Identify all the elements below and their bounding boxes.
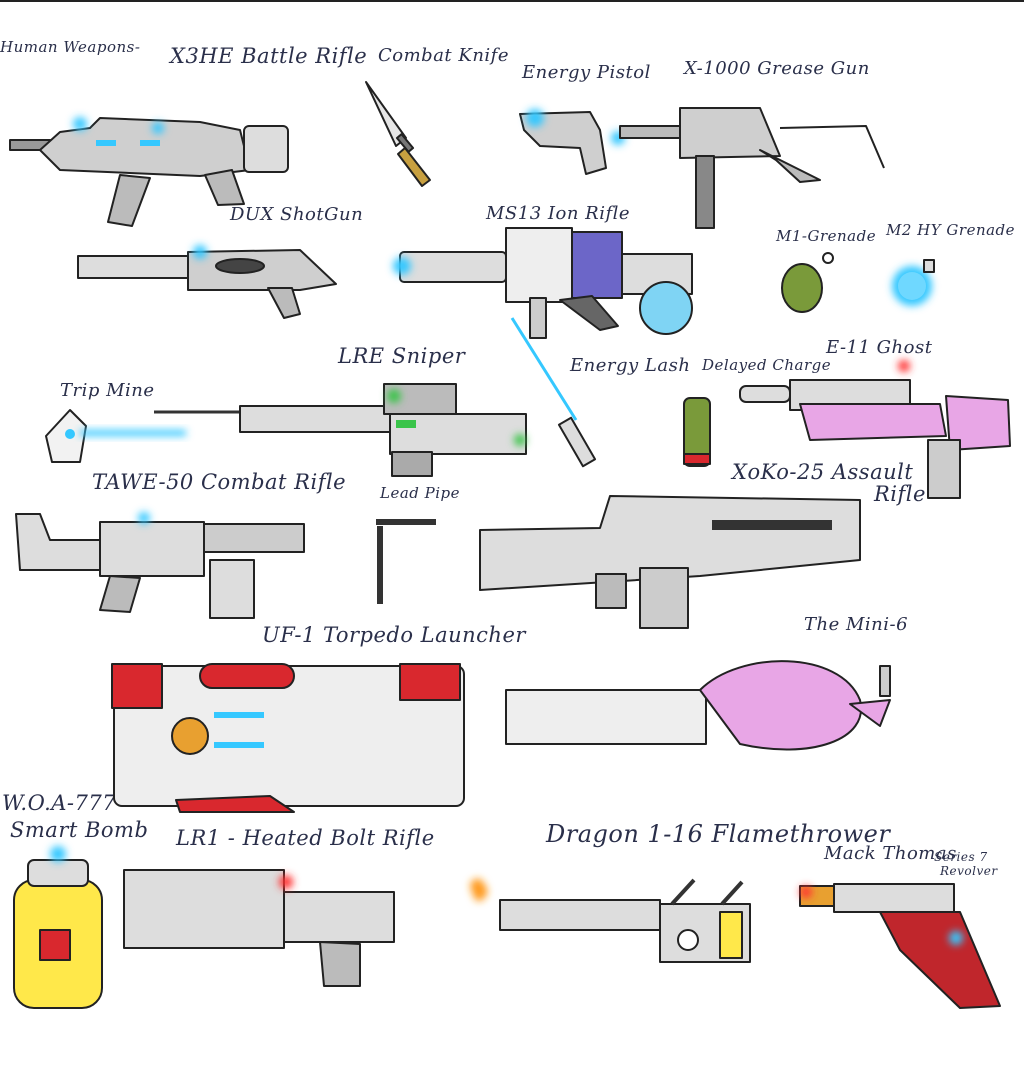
sheet-heading: Human Weapons-	[0, 38, 141, 56]
label-uf1-torpedo-launcher: UF-1 Torpedo Launcher	[262, 623, 526, 647]
label-dux-shotgun: DUX ShotGun	[230, 204, 364, 225]
x3he-battle-rifle-drawing	[9, 117, 289, 227]
label-delayed-charge: Delayed Charge	[702, 356, 832, 374]
x1000-grease-gun-drawing	[619, 107, 885, 229]
label-x1000-grease-gun: X-1000 Grease Gun	[684, 58, 870, 79]
label-trip-mine: Trip Mine	[60, 380, 155, 401]
woa777-smart-bomb-drawing	[13, 846, 103, 1009]
label-mack-thomas: Mack Thomas	[824, 843, 957, 864]
label-mack-revolver: Revolver	[940, 864, 998, 878]
label-smart-bomb: Smart Bomb	[10, 818, 149, 842]
label-xoko25-rifle: Rifle	[874, 482, 926, 506]
trip-mine-drawing	[45, 409, 186, 463]
label-ms13-ion-rifle: MS13 Ion Rifle	[486, 203, 631, 224]
label-e11-ghost: E-11 Ghost	[826, 337, 933, 358]
label-combat-knife: Combat Knife	[378, 45, 509, 66]
label-mack-series: Series 7	[934, 850, 988, 864]
xoko25-assault-rifle-drawing	[479, 495, 861, 629]
uf1-torpedo-launcher-drawing	[111, 663, 465, 813]
label-xoko25-assault: XoKo-25 Assault	[732, 460, 914, 484]
mack-thomas-revolver-drawing	[799, 883, 1001, 1009]
label-x3he-battle-rifle: X3HE Battle Rifle	[170, 44, 368, 68]
ms13-ion-rifle-drawing	[393, 227, 693, 339]
glow-dot	[73, 117, 87, 131]
m1-grenade-drawing	[781, 252, 834, 313]
label-woa777: W.O.A-777	[2, 791, 117, 815]
label-dragon-flamethrower: Dragon 1-16 Flamethrower	[546, 820, 891, 848]
dragon-flamethrower-drawing	[470, 878, 751, 963]
dux-shotgun-drawing	[77, 245, 337, 319]
the-mini6-drawing	[505, 660, 891, 751]
label-the-mini6: The Mini-6	[804, 614, 909, 635]
energy-lash-drawing	[510, 317, 597, 468]
tawe50-combat-rifle-drawing	[15, 512, 305, 619]
lre-sniper-drawing	[154, 383, 527, 477]
lead-pipe-drawing	[376, 519, 436, 604]
label-m1-grenade: M1-Grenade	[776, 227, 877, 245]
label-lr1-heated-bolt-rifle: LR1 - Heated Bolt Rifle	[176, 826, 435, 850]
e11-ghost-drawing	[739, 360, 1011, 499]
label-tawe50-combat-rifle: TAWE-50 Combat Rifle	[92, 470, 347, 494]
label-m2-hy-grenade: M2 HY Grenade	[886, 221, 1016, 239]
lr1-heated-bolt-rifle-drawing	[123, 869, 395, 987]
energy-pistol-drawing	[519, 109, 625, 175]
label-energy-lash: Energy Lash	[570, 355, 691, 376]
label-lre-sniper: LRE Sniper	[338, 344, 466, 368]
label-lead-pipe: Lead Pipe	[380, 484, 461, 502]
glow-dot	[152, 122, 164, 134]
m2-hy-grenade-drawing	[892, 259, 935, 306]
combat-knife-drawing	[365, 81, 431, 187]
delayed-charge-drawing	[683, 397, 711, 467]
top-border	[0, 0, 1024, 2]
label-energy-pistol: Energy Pistol	[522, 62, 651, 83]
